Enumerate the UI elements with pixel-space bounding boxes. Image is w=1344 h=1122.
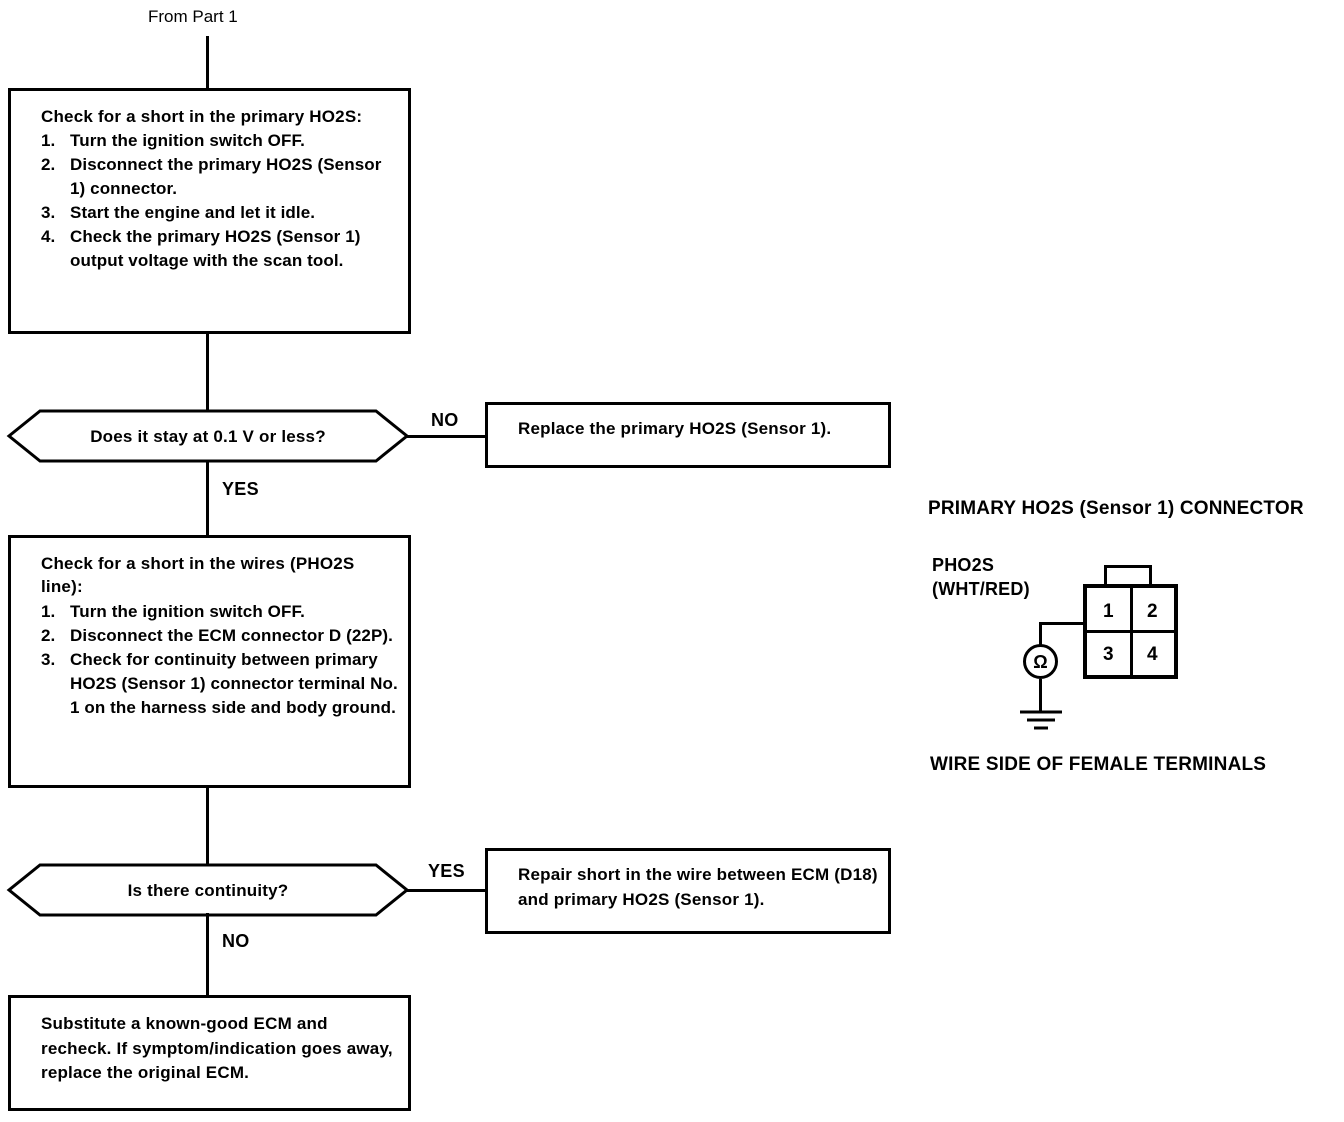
step-list: 1. Turn the ignition switch OFF. 2. Disc… [41, 129, 400, 273]
test-lead-horizontal [1039, 622, 1085, 625]
connector-line-decision2-yes [405, 889, 487, 892]
result-box-repair-short: Repair short in the wire between ECM (D1… [485, 848, 891, 934]
connector-housing: 1 2 3 4 [1083, 584, 1178, 679]
action-box-heading: Check for a short in the primary HO2S: [41, 107, 363, 126]
step-text: Check the primary HO2S (Sensor 1) output… [70, 227, 361, 271]
step-number: 3. [41, 203, 56, 223]
step-item: 2. Disconnect the ECM connector D (22P). [41, 624, 400, 648]
ohm-symbol: Ω [1033, 651, 1048, 672]
branch-label-yes-2: YES [428, 861, 465, 881]
step-item: 3. Check for continuity between primary … [41, 648, 400, 720]
step-number: 3. [41, 649, 56, 669]
decision-question: Does it stay at 0.1 V or less? [90, 427, 326, 446]
connector-diagram-title: PRIMARY HO2S (Sensor 1) CONNECTOR [928, 498, 1304, 519]
step-text: Disconnect the primary HO2S (Sensor 1) c… [70, 155, 382, 199]
branch-label-no-2: NO [222, 931, 250, 951]
terminal-4: 4 [1147, 644, 1158, 665]
connector-line-decision1-no [405, 435, 487, 438]
decision-hexagon-shape [6, 863, 410, 917]
step-item: 4. Check the primary HO2S (Sensor 1) out… [41, 225, 400, 273]
wire-name: PHO2S [932, 555, 995, 575]
test-lead-vertical [1039, 622, 1042, 646]
connector-line-decision2-no [206, 913, 209, 996]
ohmmeter-icon: Ω [1023, 644, 1058, 679]
step-number: 2. [41, 155, 56, 175]
result-box-replace-ho2s: Replace the primary HO2S (Sensor 1). [485, 402, 891, 468]
step-text: Turn the ignition switch OFF. [70, 131, 305, 151]
ground-icon [1020, 710, 1062, 730]
branch-label-no-1: NO [431, 410, 459, 430]
connector-line-box2-to-decision2 [206, 788, 209, 866]
step-text: Check for continuity between primary HO2… [70, 649, 398, 717]
connector-divider-horizontal [1087, 630, 1174, 633]
step-item: 1. Turn the ignition switch OFF. [41, 600, 400, 624]
decision-hexagon-shape [6, 409, 410, 463]
step-item: 2. Disconnect the primary HO2S (Sensor 1… [41, 153, 400, 201]
step-number: 1. [41, 131, 56, 151]
terminal-2: 2 [1147, 601, 1158, 622]
connector-line-entry-to-box1 [206, 36, 209, 89]
entry-label: From Part 1 [148, 7, 238, 26]
decision-continuity-check: Is there continuity? [6, 863, 410, 917]
decision-voltage-check: Does it stay at 0.1 V or less? [6, 409, 410, 463]
step-item: 3. Start the engine and let it idle. [41, 201, 400, 225]
connector-diagram-caption: WIRE SIDE OF FEMALE TERMINALS [930, 754, 1267, 775]
step-list: 1. Turn the ignition switch OFF. 2. Disc… [41, 600, 400, 720]
decision-question: Is there continuity? [127, 881, 289, 900]
result-box-substitute-ecm: Substitute a known-good ECM and recheck.… [8, 995, 411, 1111]
terminal-3: 3 [1103, 644, 1114, 665]
wire-color: (WHT/RED) [932, 579, 1030, 600]
step-number: 1. [41, 601, 56, 621]
result-box-text: Repair short in the wire between ECM (D1… [518, 865, 878, 909]
wire-label-pho2s: PHO2S (WHT/RED) [932, 553, 1030, 602]
action-box-check-short-wires: Check for a short in the wires (PHO2S li… [8, 535, 411, 788]
ground-lead [1039, 679, 1042, 711]
action-box-heading: Check for a short in the wires (PHO2S li… [41, 554, 355, 597]
connector-line-decision1-yes [206, 460, 209, 536]
step-text: Disconnect the ECM connector D (22P). [70, 625, 393, 645]
connector-locking-tab [1104, 565, 1152, 586]
step-number: 2. [41, 625, 56, 645]
connector-line-box1-to-decision1 [206, 334, 209, 412]
result-box-text: Replace the primary HO2S (Sensor 1). [518, 419, 832, 438]
step-item: 1. Turn the ignition switch OFF. [41, 129, 400, 153]
step-text: Start the engine and let it idle. [70, 203, 316, 223]
result-box-text: Substitute a known-good ECM and recheck.… [41, 1014, 393, 1083]
step-text: Turn the ignition switch OFF. [70, 601, 305, 621]
step-number: 4. [41, 227, 56, 247]
branch-label-yes-1: YES [222, 479, 259, 499]
action-box-check-short-ho2s: Check for a short in the primary HO2S: 1… [8, 88, 411, 334]
terminal-1: 1 [1103, 601, 1114, 622]
